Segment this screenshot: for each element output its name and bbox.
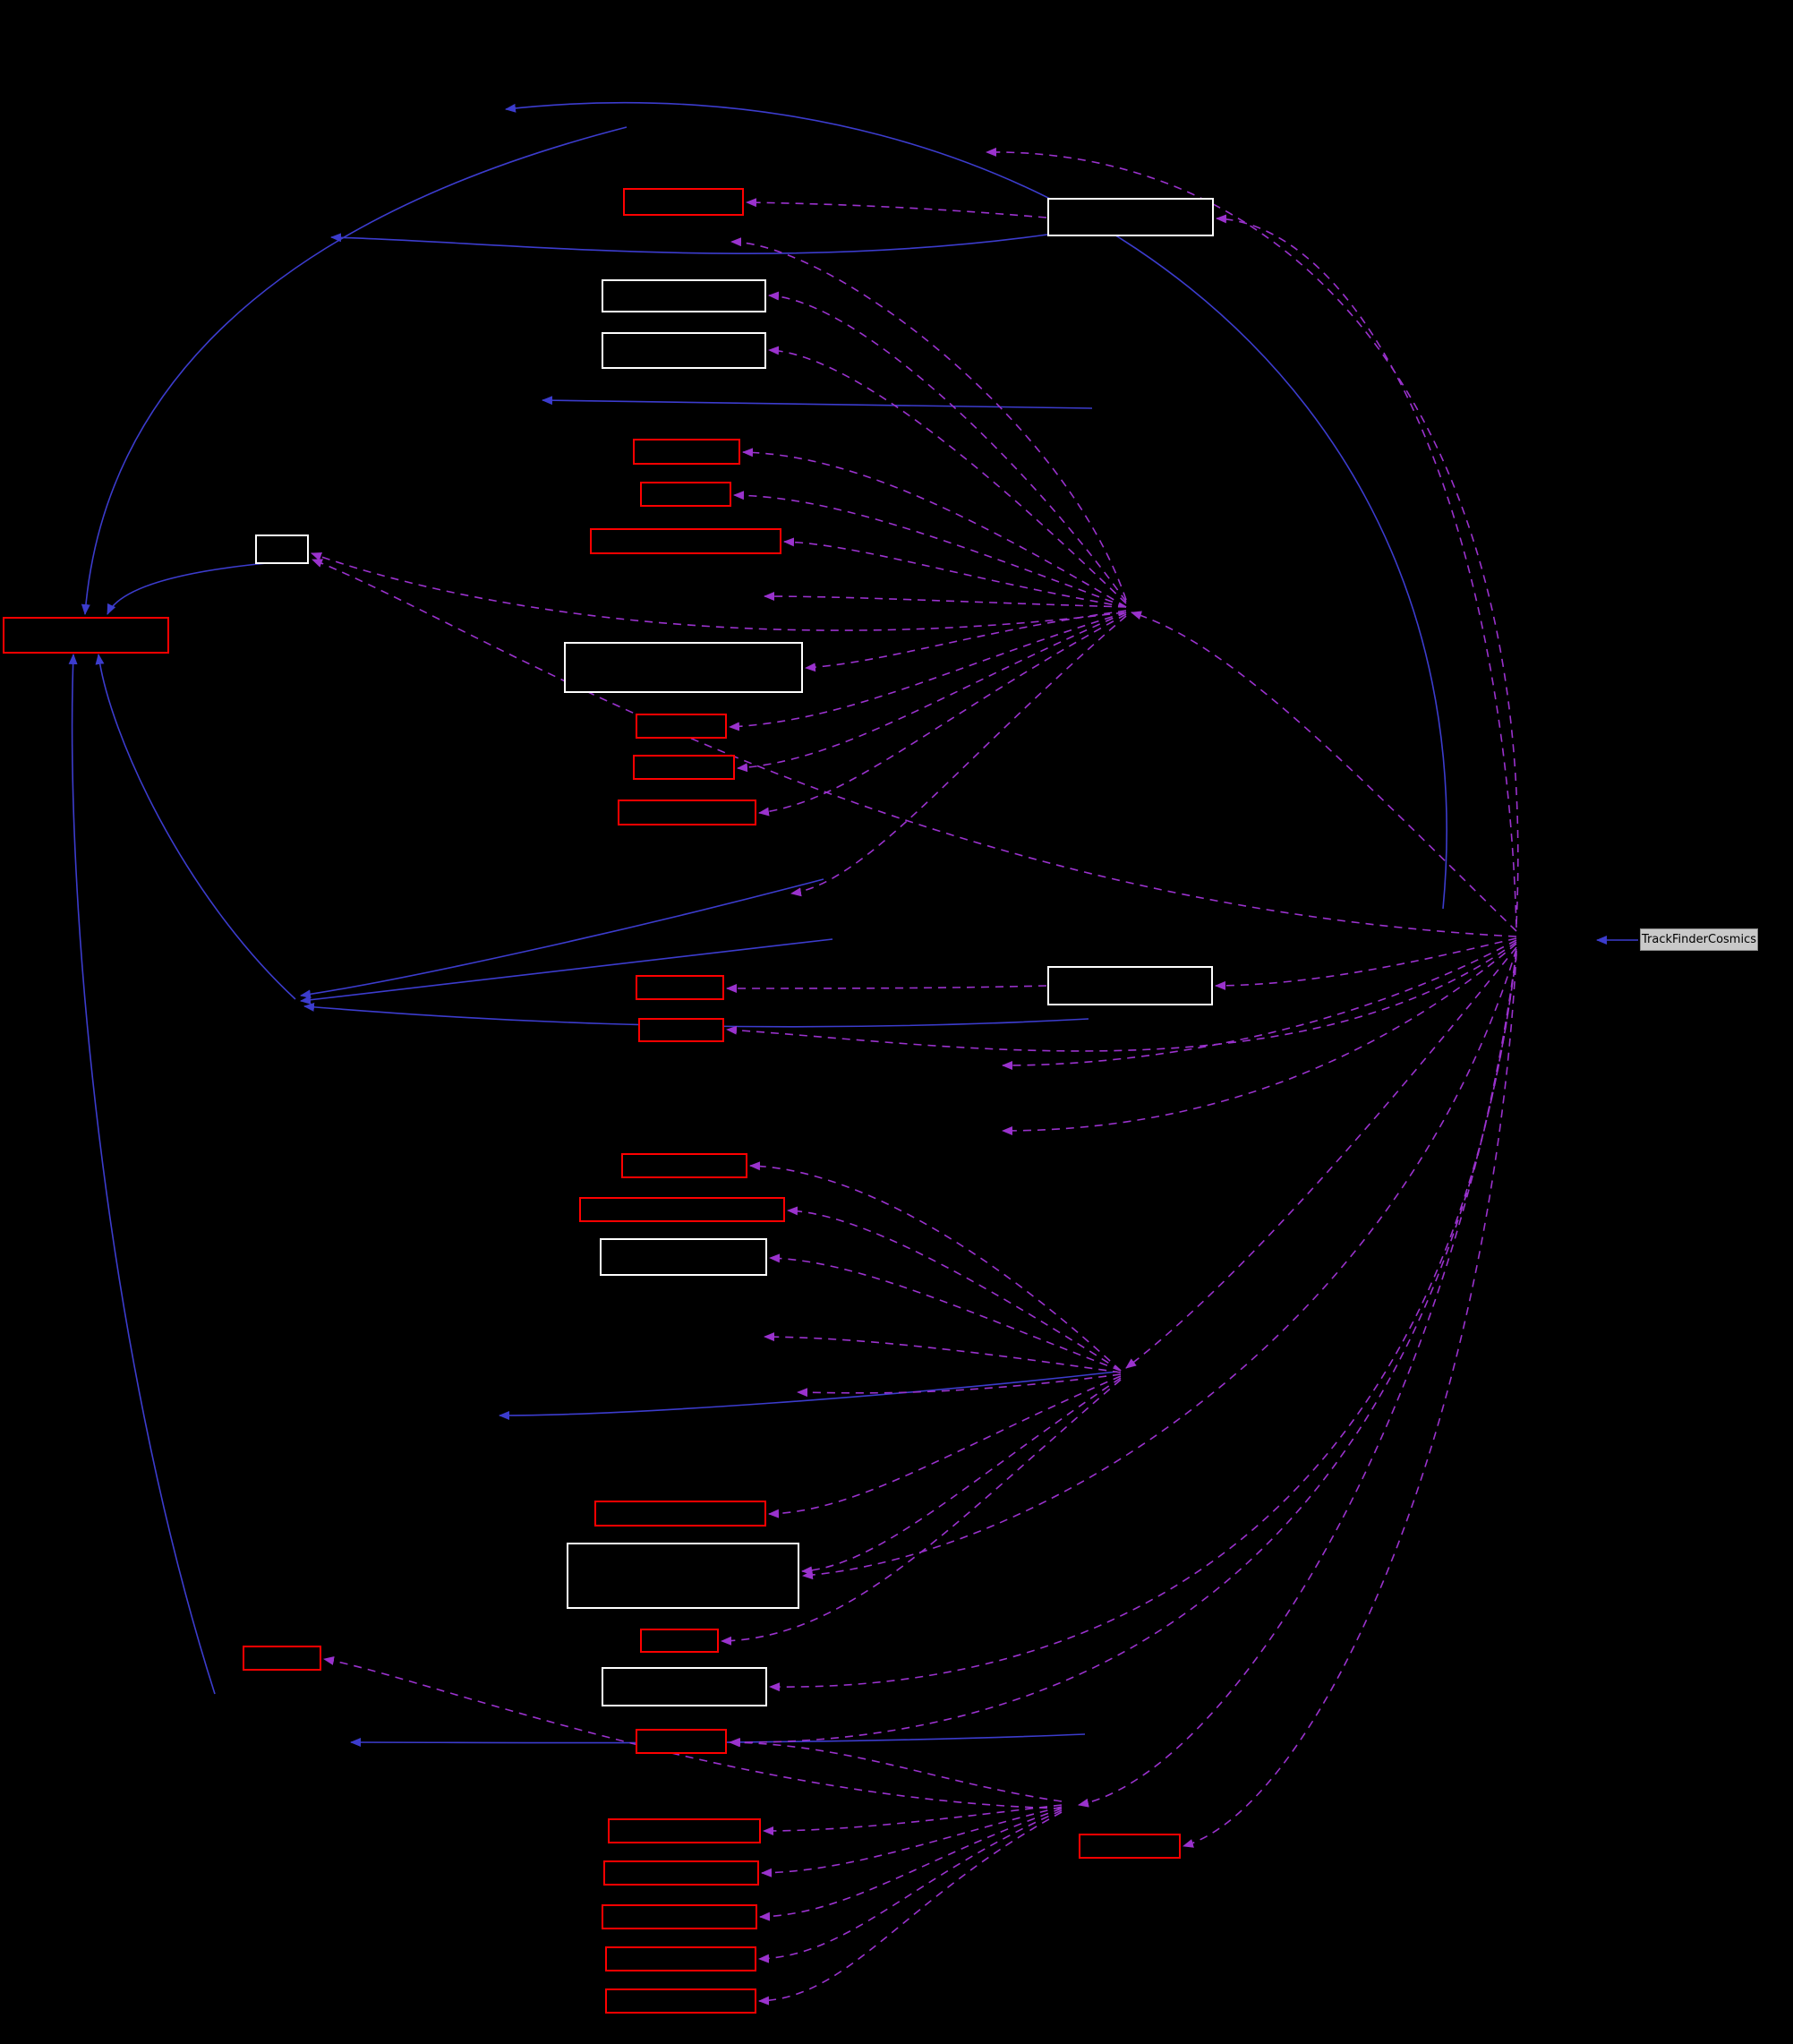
graph-node-n5[interactable] — [633, 439, 740, 465]
dependency-edge-dashed — [733, 491, 1127, 608]
dependency-edge-dashed — [311, 552, 1125, 631]
dependency-edge-dashed — [764, 592, 1127, 608]
dependency-edge-dashed — [721, 1379, 1122, 1646]
dependency-edge-solid — [542, 396, 1093, 409]
dependency-edge-solid — [107, 562, 268, 615]
dependency-edge-solid — [68, 654, 216, 1695]
dependency-edge-dashed — [749, 1161, 1122, 1372]
dependency-edge-solid — [499, 1371, 1118, 1420]
dependency-edge-dashed — [787, 1206, 1122, 1372]
dependency-edge-dashed — [746, 198, 1047, 218]
graph-node-n22[interactable] — [640, 1629, 719, 1653]
graph-node-n30[interactable] — [1079, 1834, 1181, 1859]
dependency-edge-dashed — [1216, 214, 1517, 928]
dependency-edge-dashed — [729, 611, 1127, 731]
dependency-edge-dashed — [1002, 939, 1517, 1070]
dependency-edge-dashed — [801, 1377, 1122, 1576]
graph-node-n17[interactable] — [621, 1153, 747, 1178]
graph-node-n16[interactable] — [638, 1018, 724, 1042]
dependency-edge-solid — [330, 233, 1048, 254]
graph-node-n4[interactable] — [602, 332, 766, 369]
dependency-edge-dashed — [802, 948, 1517, 1580]
graph-node-n9[interactable] — [3, 617, 169, 654]
graph-node-n15[interactable] — [636, 975, 724, 1000]
dependency-edge-dashed — [758, 1811, 1063, 2006]
dependency-edge-dashed — [312, 559, 1517, 937]
graph-node-n26[interactable] — [608, 1818, 761, 1843]
graph-node-n13[interactable] — [618, 800, 756, 825]
dependency-edge-dashed — [730, 954, 1517, 1748]
graph-node-trackfindercosmics[interactable]: TrackFinderCosmics — [1640, 928, 1758, 951]
graph-node-n14[interactable] — [1047, 966, 1213, 1005]
dependency-edge-dashed — [783, 537, 1127, 608]
graph-node-n3[interactable] — [602, 279, 766, 312]
graph-node-n29[interactable] — [605, 1946, 756, 1971]
dependency-edge-dashed — [729, 1738, 1063, 1802]
dependency-edge-dashed — [1183, 952, 1517, 1848]
graph-node-n24[interactable] — [243, 1646, 321, 1671]
graph-node-n27[interactable] — [603, 1860, 759, 1886]
dependency-edge-solid — [505, 101, 1447, 910]
graph-node-n31[interactable] — [605, 1988, 756, 2014]
dependency-edge-solid — [95, 654, 296, 1000]
dependency-edge-dashed — [759, 1808, 1063, 1921]
dependency-edge-dashed — [768, 346, 1127, 604]
dependency-edge-dashed — [742, 448, 1127, 608]
graph-node-n8[interactable] — [255, 535, 309, 564]
graph-node-n2[interactable] — [1047, 198, 1214, 236]
graph-node-n21[interactable] — [567, 1543, 799, 1609]
dependency-edge-dashed — [764, 1332, 1122, 1373]
graph-node-n20[interactable] — [594, 1501, 766, 1527]
graph-node-n28[interactable] — [602, 1904, 757, 1929]
dependency-edge-dashed — [1215, 937, 1517, 990]
graph-node-n12[interactable] — [633, 755, 735, 780]
dependency-edge-dashed — [763, 1804, 1063, 1835]
graph-node-n11[interactable] — [636, 714, 727, 739]
dependency-edge-solid — [300, 938, 833, 1005]
dependency-edge-dashed — [797, 1373, 1122, 1398]
dependency-edge-dashed — [768, 1375, 1122, 1518]
dependency-edge-dashed — [1125, 946, 1517, 1369]
dependency-edge-dashed — [805, 610, 1127, 672]
graph-node-n10[interactable] — [564, 642, 803, 693]
dependency-edge-dashed — [726, 941, 1517, 1052]
graph-node-n1[interactable] — [623, 188, 744, 216]
graph-node-n18[interactable] — [579, 1197, 785, 1222]
dependency-edge-dashed — [737, 611, 1127, 773]
dependency-edge-solid — [300, 878, 824, 999]
graph-node-n25[interactable] — [636, 1729, 727, 1754]
graph-node-n6[interactable] — [640, 482, 731, 507]
dependency-edge-dashed — [986, 147, 1519, 925]
dependency-edge-dashed — [790, 615, 1127, 897]
dependency-edge-solid — [303, 1002, 1089, 1028]
dependency-edge-dashed — [758, 1809, 1063, 1963]
dependency-edge-dashed — [730, 237, 1127, 601]
dependency-edge-solid — [81, 126, 628, 615]
dependency-edge-dashed — [768, 291, 1127, 603]
dependency-edge-dashed — [761, 1806, 1063, 1877]
dependency-edge-dashed — [758, 613, 1127, 817]
graph-node-n19[interactable] — [600, 1238, 767, 1276]
dependency-edge-dashed — [769, 1253, 1122, 1372]
graph-node-n23[interactable] — [602, 1667, 767, 1706]
dependency-edge-dashed — [1131, 611, 1517, 932]
dependency-edge-dashed — [726, 983, 1047, 993]
dependency-edge-dashed — [769, 950, 1517, 1692]
graph-node-n7[interactable] — [590, 528, 781, 554]
dependency-edge-dashed — [323, 1655, 1063, 1809]
